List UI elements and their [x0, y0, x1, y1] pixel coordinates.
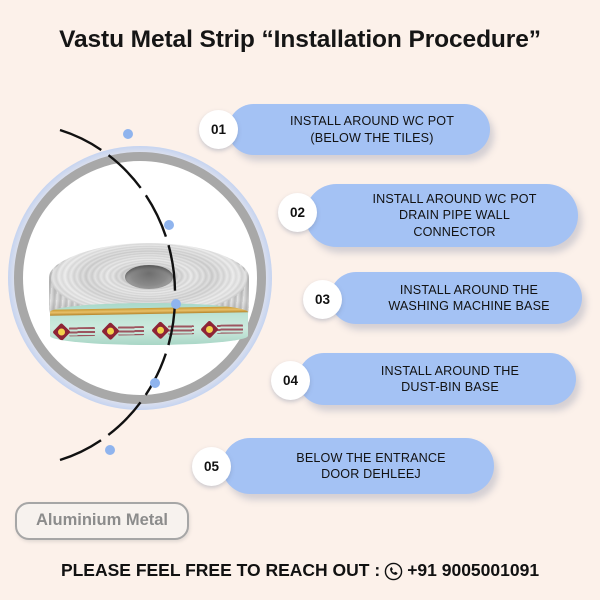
contact-text: PLEASE FEEL FREE TO REACH OUT :: [60, 560, 381, 580]
step-badge-02: 02: [278, 193, 317, 232]
step-badge-03: 03: [303, 280, 342, 319]
step-item-04[interactable]: INSTALL AROUND THE DUST-BIN BASE: [298, 353, 576, 405]
step-badge-04: 04: [271, 361, 310, 400]
contact-phone-number: +91 9005001091: [407, 560, 540, 580]
circle-ring: [14, 152, 266, 404]
step-pill-04: [298, 353, 576, 405]
contact-footer: PLEASE FEEL FREE TO REACH OUT : +91 9005…: [0, 560, 600, 581]
step-label-05: BELOW THE ENTRANCE DOOR DEHLEEJ: [296, 450, 446, 481]
step-pill-01: [228, 104, 490, 155]
step-badge-01: 01: [199, 110, 238, 149]
roll-label-band: [50, 303, 248, 345]
phone-icon: [384, 562, 403, 581]
step-item-01[interactable]: INSTALL AROUND WC POT (BELOW THE TILES): [228, 104, 490, 155]
connector-dot-01: [123, 129, 133, 139]
step-item-03[interactable]: INSTALL AROUND THE WASHING MACHINE BASE: [330, 272, 582, 324]
step-pill-05: [222, 438, 494, 494]
step-label-04: INSTALL AROUND THE DUST-BIN BASE: [380, 363, 520, 394]
product-image-circle: [8, 146, 272, 410]
connector-arc: [59, 128, 181, 462]
step-item-02[interactable]: INSTALL AROUND WC POT DRAIN PIPE WALL CO…: [305, 184, 578, 247]
connector-dot-05: [105, 445, 115, 455]
step-item-05[interactable]: BELOW THE ENTRANCE DOOR DEHLEEJ: [222, 438, 494, 494]
connector-dot-02: [164, 220, 174, 230]
step-label-03: INSTALL AROUND THE WASHING MACHINE BASE: [388, 282, 550, 313]
step-label-02: INSTALL AROUND WC POT DRAIN PIPE WALL CO…: [372, 192, 537, 239]
page-title: Vastu Metal Strip “Installation Procedur…: [59, 26, 541, 53]
metal-strip-roll-image: [49, 243, 249, 357]
step-badge-05: 05: [192, 447, 231, 486]
step-pill-02: [305, 184, 578, 247]
connector-dot-03: [171, 299, 181, 309]
roll-core-hole: [125, 265, 173, 289]
connector-dot-04: [150, 378, 160, 388]
material-tag: Aluminium Metal: [15, 502, 190, 540]
step-pill-03: [330, 272, 582, 324]
step-label-01: INSTALL AROUND WC POT (BELOW THE TILES): [289, 114, 455, 145]
connector-arc-path: [59, 128, 177, 462]
